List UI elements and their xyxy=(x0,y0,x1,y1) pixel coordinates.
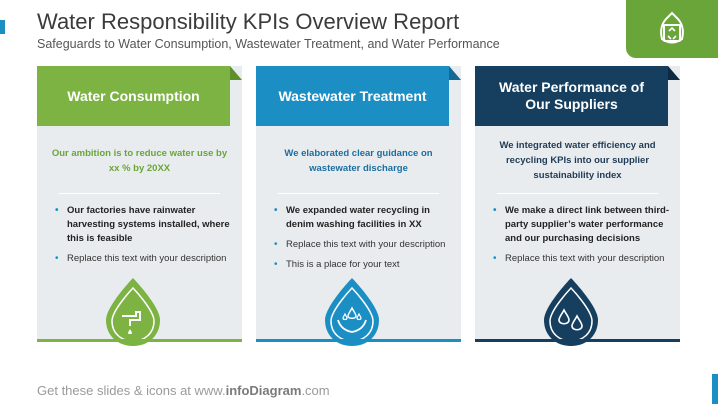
card-lead: We elaborated clear guidance on wastewat… xyxy=(284,148,433,174)
footer-brand: infoDiagram xyxy=(225,383,302,398)
page-subtitle: Safeguards to Water Consumption, Wastewa… xyxy=(37,37,500,51)
water-drops-icon xyxy=(544,278,598,346)
list-item: Replace this text with your description xyxy=(274,238,451,252)
recycle-water-icon xyxy=(660,11,684,44)
list-item: We make a direct link between third-part… xyxy=(493,204,670,246)
divider xyxy=(278,193,439,194)
card-bottom-line xyxy=(475,339,680,342)
list-item: We expanded water recycling in denim was… xyxy=(274,204,451,232)
card-title: Water Performance of Our Suppliers xyxy=(475,66,668,126)
card-lead: Our ambition is to reduce water use by x… xyxy=(51,148,228,174)
card-water-consumption: Water Consumption Our ambition is to red… xyxy=(37,66,242,346)
list-item: Replace this text with your description xyxy=(493,252,670,266)
divider xyxy=(497,193,658,194)
card-bottom-line xyxy=(37,339,242,342)
list-item: This is a place for your text xyxy=(274,258,451,272)
card-lead: We integrated water efficiency and recyc… xyxy=(499,140,656,181)
card-supplier-performance: Water Performance of Our Suppliers We in… xyxy=(475,66,680,346)
bullet-list: We expanded water recycling in denim was… xyxy=(274,204,451,278)
tab-fold xyxy=(449,66,461,80)
list-item: Our factories have rainwater harvesting … xyxy=(55,204,232,246)
right-accent-bar xyxy=(712,374,718,404)
left-accent-bar xyxy=(0,20,5,34)
hands-water-drops-icon xyxy=(325,278,379,346)
corner-badge xyxy=(626,0,718,58)
tab-fold xyxy=(230,66,242,80)
page-title: Water Responsibility KPIs Overview Repor… xyxy=(37,9,460,34)
bullet-list: Our factories have rainwater harvesting … xyxy=(55,204,232,272)
card-title: Wastewater Treatment xyxy=(256,66,449,126)
footer-credit: Get these slides & icons at www.infoDiag… xyxy=(37,383,330,398)
divider xyxy=(59,193,220,194)
tab-fold xyxy=(668,66,680,80)
card-bottom-line xyxy=(256,339,461,342)
water-faucet-icon xyxy=(106,278,160,346)
card-title: Water Consumption xyxy=(37,66,230,126)
card-wastewater-treatment: Wastewater Treatment We elaborated clear… xyxy=(256,66,461,346)
list-item: Replace this text with your description xyxy=(55,252,232,266)
footer-prefix: Get these slides & icons at www. xyxy=(37,383,226,398)
footer-suffix: .com xyxy=(301,383,330,398)
bullet-list: We make a direct link between third-part… xyxy=(493,204,670,272)
